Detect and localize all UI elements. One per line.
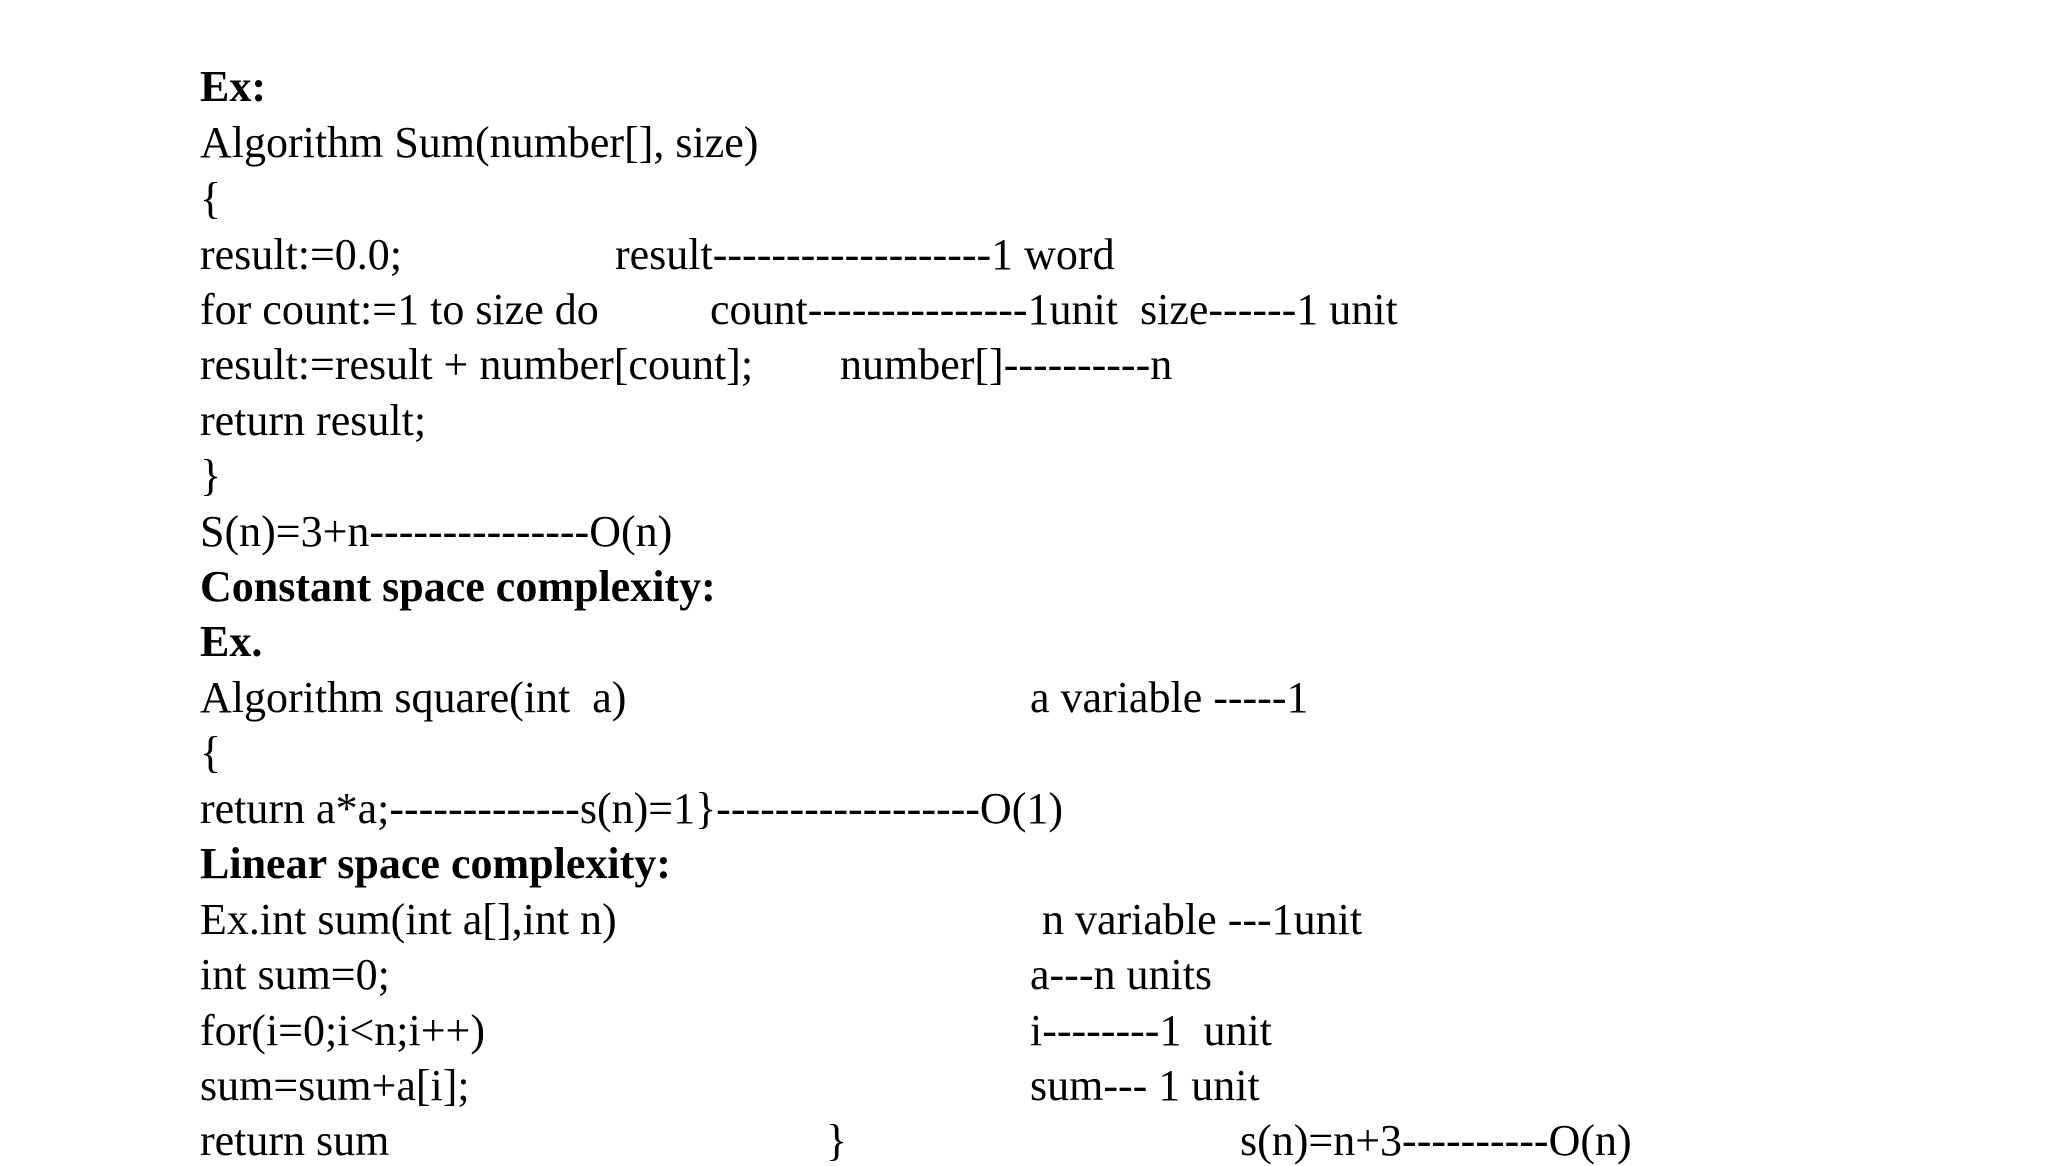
ex1-heading: Ex:: [200, 62, 266, 111]
ex1-code-line: for count:=1 to size do: [200, 285, 599, 334]
constant-code-line: {: [200, 728, 222, 777]
linear-code-line: return sum: [200, 1116, 390, 1165]
linear-code-line: for(i=0;i<n;i++): [200, 1006, 485, 1055]
linear-closing-brace: }: [826, 1116, 848, 1165]
constant-code-line: return a*a;-------------s(n)=1}---------…: [200, 784, 1064, 833]
constant-code-line: Algorithm square(int a): [200, 673, 627, 722]
linear-note: s(n)=n+3----------O(n): [1240, 1116, 1632, 1165]
ex1-code-line: Algorithm Sum(number[], size): [200, 118, 759, 167]
ex1-note: number[]----------n: [840, 340, 1173, 389]
constant-note: a variable -----1: [1030, 673, 1309, 722]
constant-heading: Constant space complexity:: [200, 562, 716, 611]
ex1-code-line: result:=0.0;: [200, 230, 403, 279]
linear-code-line: int sum=0;: [200, 950, 390, 999]
linear-note: sum--- 1 unit: [1030, 1061, 1260, 1110]
linear-code-line: Ex.int sum(int a[],int n): [200, 895, 617, 944]
ex1-code-line: {: [200, 174, 222, 223]
linear-code-line: sum=sum+a[i];: [200, 1061, 470, 1110]
ex1-code-line: return result;: [200, 396, 427, 445]
ex1-code-line: S(n)=3+n---------------O(n): [200, 507, 673, 556]
ex1-note: count---------------1unit size------1 un…: [710, 285, 1398, 334]
linear-heading: Linear space complexity:: [200, 839, 671, 888]
ex1-code-line: }: [200, 451, 222, 500]
ex1-code-line: result:=result + number[count];: [200, 340, 754, 389]
constant-ex-label: Ex.: [200, 617, 263, 666]
linear-note: a---n units: [1030, 950, 1213, 999]
linear-note: n variable ---1unit: [1042, 895, 1363, 944]
linear-note: i--------1 unit: [1030, 1006, 1272, 1055]
ex1-note: result-------------------1 word: [615, 230, 1115, 279]
